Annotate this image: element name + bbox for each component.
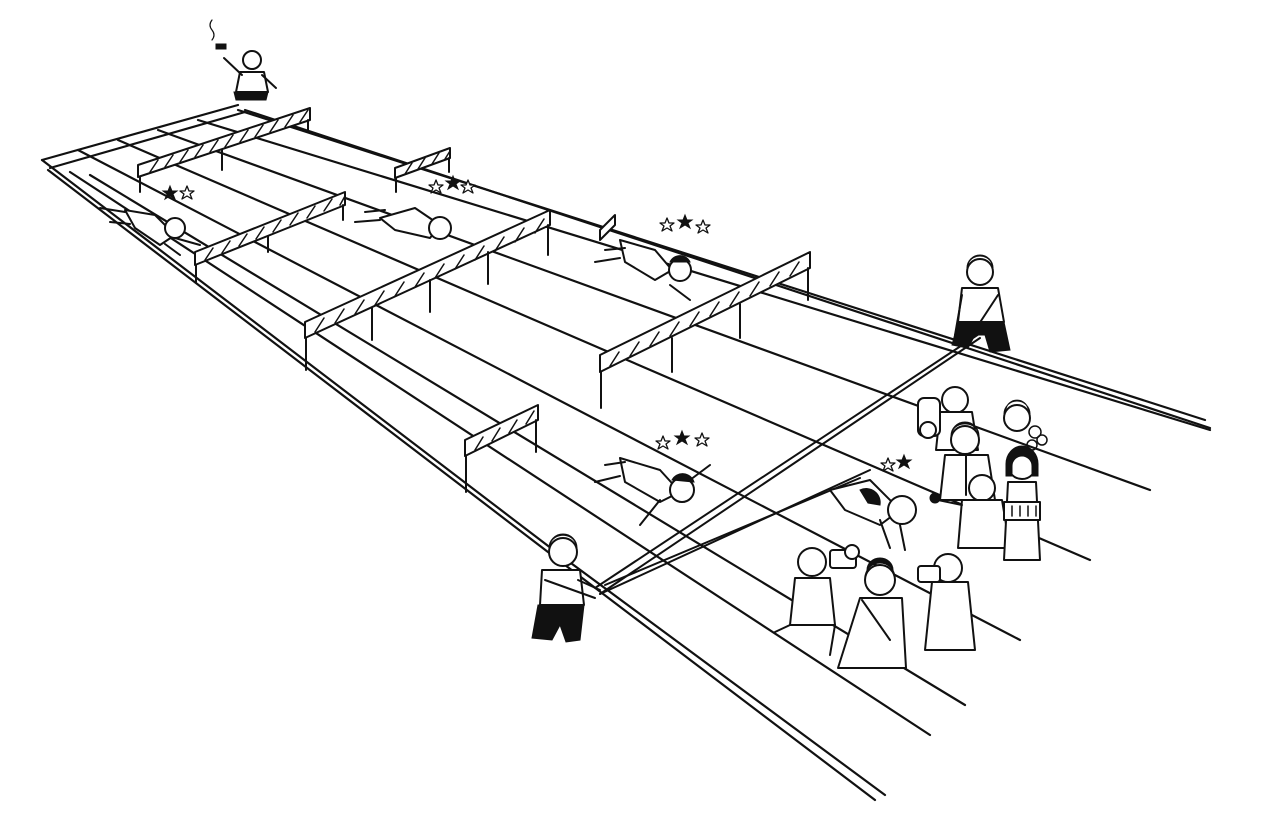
spectator-crowd [774,386,1048,669]
hurdle [464,404,539,493]
fallen-runner [594,429,711,526]
dizzy-stars-icon [659,213,711,234]
hurdles [137,107,811,493]
dizzy-stars-icon [880,453,913,472]
fallen-runner [99,184,201,256]
camera-icon [917,397,941,439]
photographer [837,557,907,669]
fallen-runner [594,213,711,301]
flower-presenter [1003,399,1048,451]
hurdle [599,251,811,409]
dizzy-stars-icon [428,174,476,194]
starter-pistol-icon [209,19,227,50]
fallen-runner [354,174,476,240]
hurdle [304,209,551,371]
medal-presenter [1003,445,1041,561]
dizzy-stars-icon [655,429,710,450]
reporter [929,474,1011,549]
photographer [917,553,976,651]
finish-tape [594,329,986,595]
winner-runner [829,453,917,551]
starter-official [209,19,277,101]
camera-icon [917,565,941,583]
hurdle [194,191,346,283]
tape-holder-far [951,254,1011,353]
hurdle [137,107,311,193]
hurdle [394,147,451,193]
camera-icon [829,544,860,569]
dizzy-stars-icon [161,184,195,201]
hurdle [599,214,616,241]
tape-holder-near [531,533,601,643]
photographer [774,544,860,656]
